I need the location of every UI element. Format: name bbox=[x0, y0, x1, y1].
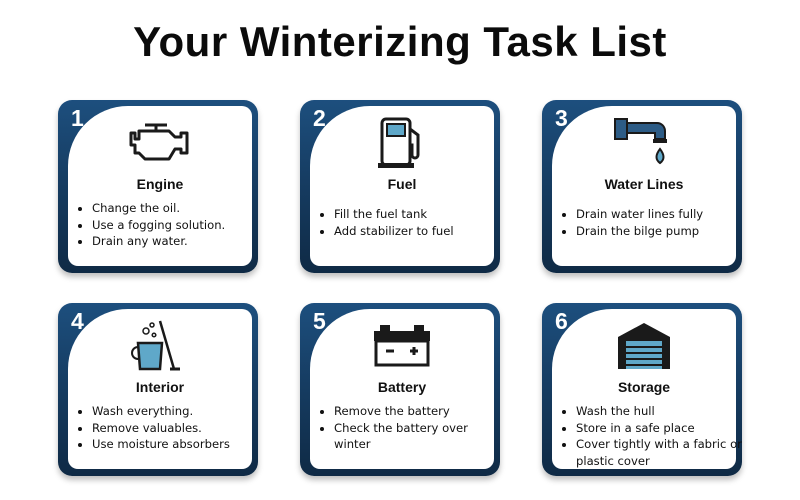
list-item: Remove valuables. bbox=[92, 420, 264, 437]
list-item: Fill the fuel tank bbox=[334, 206, 506, 223]
card-label: Fuel bbox=[387, 176, 417, 192]
garage-icon bbox=[552, 315, 736, 377]
battery-icon bbox=[310, 315, 494, 377]
fuel-pump-icon bbox=[310, 112, 494, 174]
task-list: Fill the fuel tank Add stabilizer to fue… bbox=[318, 206, 506, 239]
list-item: Add stabilizer to fuel bbox=[334, 223, 506, 240]
card-number: 1 bbox=[71, 105, 84, 131]
card-panel: Interior Wash everything. Remove valuabl… bbox=[68, 309, 252, 469]
list-item: Check the battery over winter bbox=[334, 420, 506, 453]
card-number: 6 bbox=[555, 308, 568, 334]
list-item: Drain any water. bbox=[92, 233, 264, 250]
mop-bucket-icon bbox=[68, 315, 252, 377]
task-card-battery: Battery Remove the battery Check the bat… bbox=[300, 303, 500, 476]
task-list: Drain water lines fully Drain the bilge … bbox=[560, 206, 748, 239]
task-card-storage: Storage Wash the hull Store in a safe pl… bbox=[542, 303, 742, 476]
card-label: Interior bbox=[135, 379, 185, 395]
task-card-engine: Engine Change the oil. Use a fogging sol… bbox=[58, 100, 258, 273]
list-item: Wash everything. bbox=[92, 403, 264, 420]
task-card-water-lines: Water Lines Drain water lines fully Drai… bbox=[542, 100, 742, 273]
list-item: Cover tightly with a fabric or plastic c… bbox=[576, 436, 748, 469]
list-item: Drain the bilge pump bbox=[576, 223, 748, 240]
list-item: Remove the battery bbox=[334, 403, 506, 420]
engine-icon bbox=[68, 112, 252, 174]
task-list: Change the oil. Use a fogging solution. … bbox=[76, 200, 264, 250]
card-label: Storage bbox=[617, 379, 671, 395]
list-item: Change the oil. bbox=[92, 200, 264, 217]
list-item: Use a fogging solution. bbox=[92, 217, 264, 234]
card-label: Battery bbox=[377, 379, 427, 395]
card-panel: Battery Remove the battery Check the bat… bbox=[310, 309, 494, 469]
card-number: 2 bbox=[313, 105, 326, 131]
card-panel: Engine Change the oil. Use a fogging sol… bbox=[68, 106, 252, 266]
card-number: 3 bbox=[555, 105, 568, 131]
list-item: Wash the hull bbox=[576, 403, 748, 420]
task-list: Wash the hull Store in a safe place Cove… bbox=[560, 403, 748, 469]
task-list: Wash everything. Remove valuables. Use m… bbox=[76, 403, 264, 453]
card-panel: Storage Wash the hull Store in a safe pl… bbox=[552, 309, 742, 469]
card-label: Engine bbox=[136, 176, 184, 192]
card-number: 5 bbox=[313, 308, 326, 334]
faucet-drop-icon bbox=[552, 112, 736, 174]
card-label: Water Lines bbox=[604, 176, 684, 192]
list-item: Store in a safe place bbox=[576, 420, 748, 437]
task-card-fuel: Fuel Fill the fuel tank Add stabilizer t… bbox=[300, 100, 500, 273]
card-panel: Fuel Fill the fuel tank Add stabilizer t… bbox=[310, 106, 494, 266]
page-title: Your Winterizing Task List bbox=[133, 18, 667, 65]
list-item: Use moisture absorbers bbox=[92, 436, 264, 453]
task-list: Remove the battery Check the battery ove… bbox=[318, 403, 506, 453]
card-number: 4 bbox=[71, 308, 84, 334]
list-item: Drain water lines fully bbox=[576, 206, 748, 223]
task-card-interior: Interior Wash everything. Remove valuabl… bbox=[58, 303, 258, 476]
card-panel: Water Lines Drain water lines fully Drai… bbox=[552, 106, 736, 266]
